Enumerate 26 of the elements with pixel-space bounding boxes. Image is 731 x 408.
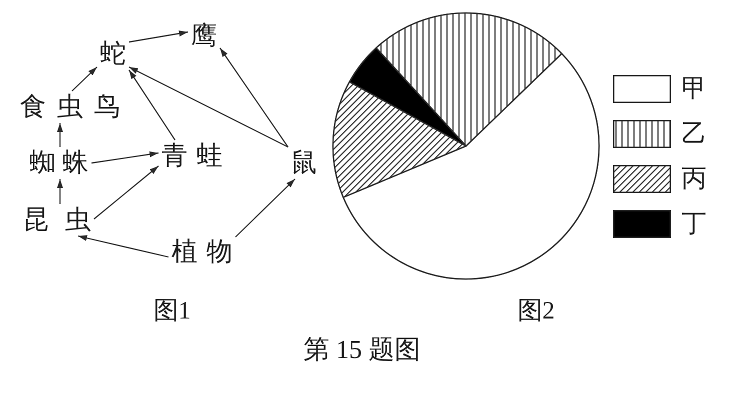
caption: 第 15 题图 <box>304 337 420 363</box>
arrow <box>94 166 159 220</box>
arrow <box>57 179 63 204</box>
legend-label: 丁 <box>682 211 706 236</box>
arrow <box>78 235 169 258</box>
figure-label: 图2 <box>517 298 555 324</box>
arrow <box>128 66 288 148</box>
arrow <box>128 30 188 43</box>
arrow <box>57 123 63 147</box>
arrow <box>235 178 296 238</box>
organism-label: 植物 <box>168 236 236 268</box>
organism-label: 青蛙 <box>158 140 226 172</box>
legend-label: 乙 <box>682 122 706 146</box>
arrow <box>220 48 288 148</box>
organism-label: 食虫鸟 <box>17 91 123 123</box>
legend-label: 丙 <box>682 166 706 192</box>
organism-label: 昆虫 <box>20 204 94 236</box>
figure-label: 图1 <box>153 298 191 324</box>
legend-label: 甲 <box>682 76 706 102</box>
organism-label: 鹰 <box>188 20 220 52</box>
arrow <box>72 66 98 92</box>
arrow <box>128 70 176 140</box>
organism-label: 鼠 <box>288 147 320 179</box>
arrow <box>91 151 159 164</box>
organism-label: 蜘蛛 <box>26 147 92 179</box>
organism-label: 蛇 <box>97 38 129 70</box>
